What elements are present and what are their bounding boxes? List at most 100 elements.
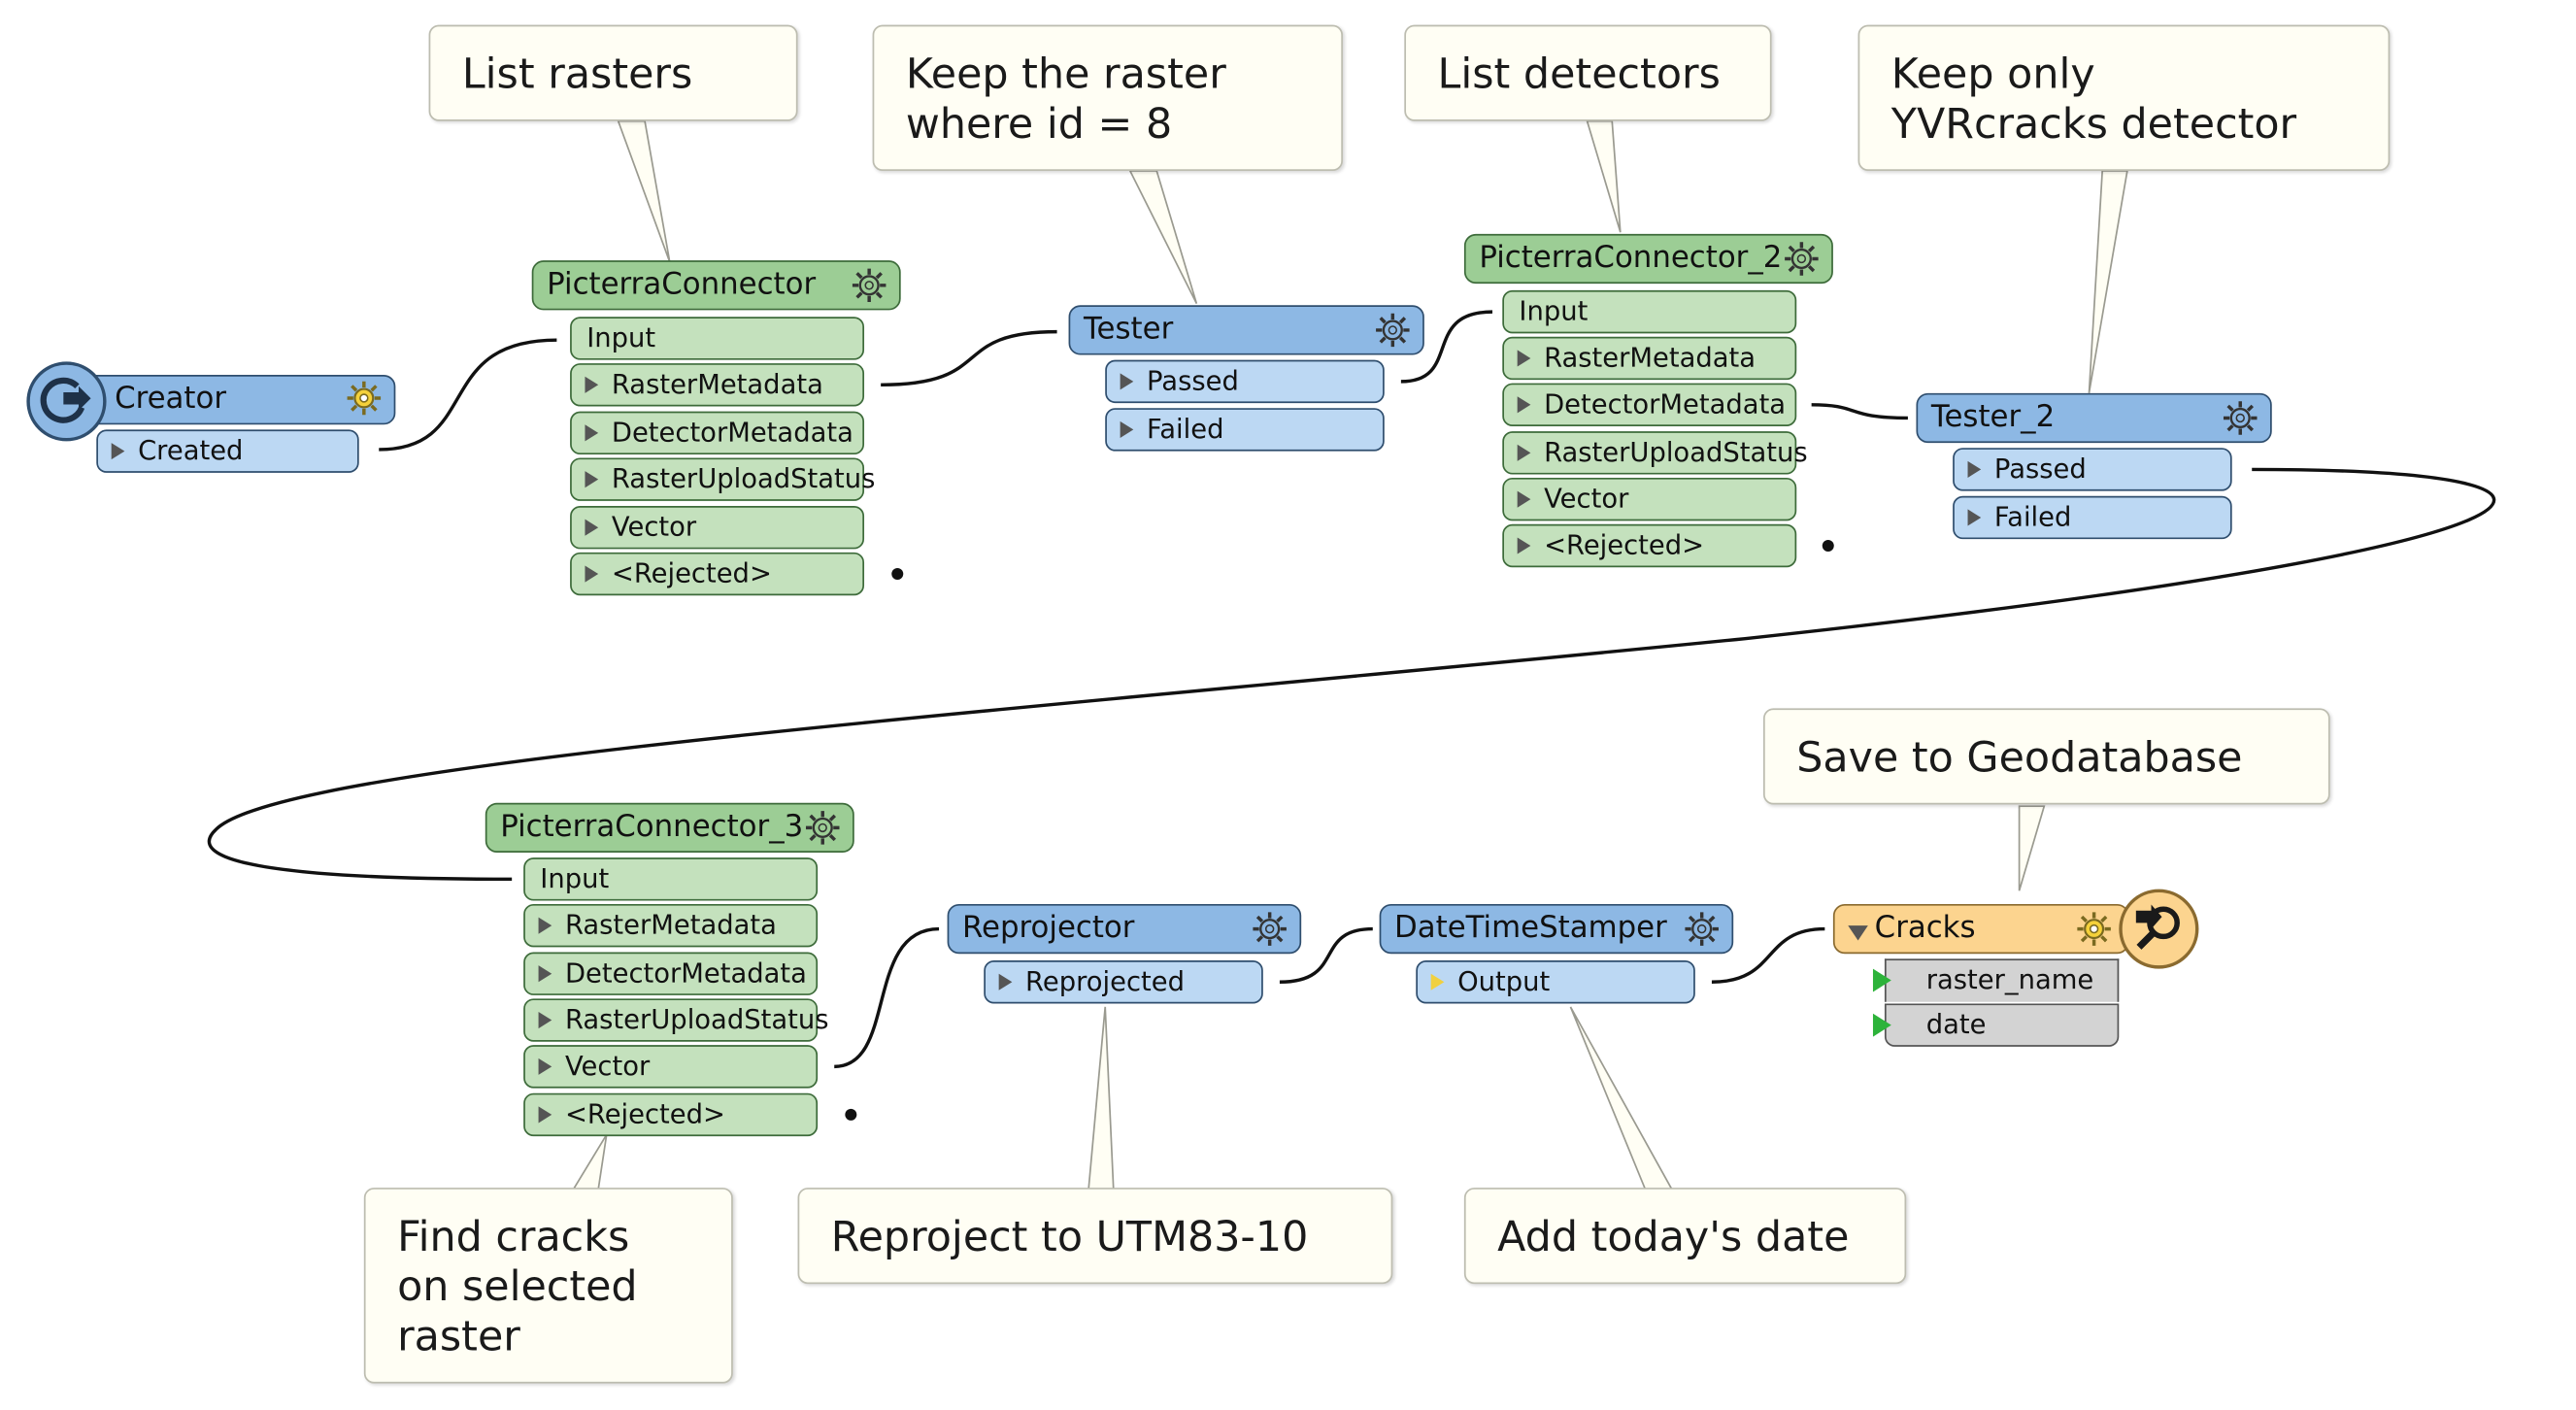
- port-label: Input: [540, 862, 610, 894]
- output-port-detectormetadata[interactable]: DetectorMetadata: [570, 411, 865, 455]
- output-port-failed[interactable]: Failed: [1105, 408, 1385, 452]
- annotation-text: on selected: [397, 1261, 638, 1311]
- picterra-connector-3-header[interactable]: PicterraConnector_3: [485, 802, 854, 854]
- annotation-list-detectors[interactable]: List detectors: [1404, 24, 1772, 121]
- attribute-arrow-icon: [1872, 1013, 1891, 1037]
- output-port-vector[interactable]: Vector: [523, 1045, 819, 1089]
- tester-2-header[interactable]: Tester_2: [1916, 392, 2272, 444]
- output-port-passed[interactable]: Passed: [1953, 448, 2232, 491]
- port-arrow-icon: [538, 917, 552, 934]
- input-port[interactable]: Input: [523, 857, 819, 901]
- writer-inspector-icon[interactable]: [2119, 889, 2199, 969]
- collapse-triangle-icon[interactable]: [1848, 925, 1868, 941]
- gear-icon[interactable]: [1374, 312, 1411, 349]
- port-label: Passed: [1993, 453, 2087, 485]
- attribute-date[interactable]: date: [1872, 1003, 2120, 1047]
- gear-icon[interactable]: [1252, 911, 1288, 948]
- port-label: DetectorMetadata: [564, 957, 807, 990]
- gear-icon[interactable]: [1784, 241, 1821, 278]
- input-port[interactable]: Input: [1502, 289, 1797, 334]
- gear-icon[interactable]: [851, 267, 887, 304]
- attribute-raster-name[interactable]: raster_name: [1872, 958, 2120, 1002]
- gear-icon[interactable]: [346, 380, 383, 417]
- annotation-text: Save to Geodatabase: [1796, 733, 2243, 782]
- port-arrow-icon: [1517, 350, 1531, 367]
- output-port-rejected[interactable]: <Rejected>: [1502, 523, 1797, 568]
- annotation-text: where id = 8: [905, 99, 1173, 149]
- output-port-rastermetadata[interactable]: RasterMetadata: [570, 363, 865, 407]
- annotation-save-gdb[interactable]: Save to Geodatabase: [1763, 708, 2330, 805]
- output-port-detectormetadata[interactable]: DetectorMetadata: [1502, 383, 1797, 427]
- picterra-connector-2-header[interactable]: PicterraConnector_2: [1463, 233, 1833, 285]
- port-label: <Rejected>: [611, 556, 772, 589]
- port-label: Output: [1457, 965, 1551, 997]
- output-port-passed[interactable]: Passed: [1105, 359, 1385, 404]
- output-port-output[interactable]: Output: [1416, 960, 1695, 1004]
- port-arrow-icon: [538, 1058, 552, 1075]
- port-arrow-icon: [1517, 444, 1531, 461]
- annotation-text: raster: [397, 1312, 520, 1360]
- output-port-rejected[interactable]: <Rejected>: [570, 552, 865, 596]
- port-label: Failed: [1993, 500, 2072, 533]
- output-port-created[interactable]: Created: [96, 429, 359, 473]
- gear-icon[interactable]: [804, 810, 841, 847]
- port-arrow-icon: [1120, 373, 1134, 390]
- annotation-text: List detectors: [1437, 50, 1721, 98]
- output-port-rastermetadata[interactable]: RasterMetadata: [523, 903, 819, 948]
- output-port-rasteruploadstatus[interactable]: RasterUploadStatus: [570, 457, 875, 501]
- port-label: RasterMetadata: [611, 368, 823, 400]
- port-label: <Rejected>: [1544, 528, 1705, 561]
- output-port-rejected[interactable]: <Rejected>: [523, 1092, 819, 1137]
- attribute-arrow-icon: [1872, 968, 1891, 992]
- port-label: Failed: [1147, 413, 1224, 445]
- output-port-vector[interactable]: Vector: [570, 506, 865, 550]
- port-arrow-icon: [1517, 396, 1531, 414]
- annotation-reproject[interactable]: Reproject to UTM83-10: [797, 1188, 1393, 1285]
- tester-header[interactable]: Tester: [1068, 305, 1424, 355]
- datetimestamper-header[interactable]: DateTimeStamper: [1379, 903, 1734, 955]
- port-arrow-icon: [538, 965, 552, 983]
- port-arrow-icon: [1967, 460, 1982, 478]
- node-title: Creator: [115, 381, 227, 417]
- gear-icon[interactable]: [1684, 911, 1721, 948]
- port-label: Vector: [1544, 483, 1629, 515]
- node-title: PicterraConnector_3: [500, 809, 804, 845]
- port-arrow-icon: [585, 376, 599, 393]
- gear-icon[interactable]: [2222, 400, 2258, 437]
- output-port-reprojected[interactable]: Reprojected: [984, 960, 1263, 1004]
- output-port-failed[interactable]: Failed: [1953, 495, 2232, 540]
- output-port-vector[interactable]: Vector: [1502, 477, 1797, 521]
- creator-icon[interactable]: [26, 361, 107, 442]
- note-pointer: [617, 119, 671, 263]
- picterra-connector-header[interactable]: PicterraConnector: [531, 260, 901, 311]
- output-port-rasteruploadstatus[interactable]: RasterUploadStatus: [1502, 431, 1808, 475]
- port-arrow-icon: [585, 471, 599, 488]
- magnifier-glyph: [2135, 904, 2180, 950]
- creator-header[interactable]: Creator: [80, 375, 396, 425]
- annotation-keep-detector[interactable]: Keep only YVRcracks detector: [1857, 24, 2391, 171]
- output-port-rasteruploadstatus[interactable]: RasterUploadStatus: [523, 998, 829, 1042]
- annotation-find-cracks[interactable]: Find cracks on selected raster: [363, 1188, 733, 1384]
- input-port[interactable]: Input: [570, 317, 865, 360]
- connection-line: [881, 329, 1057, 387]
- port-label: Reprojected: [1025, 965, 1185, 997]
- reprojector-header[interactable]: Reprojector: [947, 903, 1302, 955]
- output-port-detectormetadata[interactable]: DetectorMetadata: [523, 952, 819, 995]
- output-port-rastermetadata[interactable]: RasterMetadata: [1502, 336, 1797, 381]
- note-pointer: [2088, 170, 2128, 393]
- annotation-list-rasters[interactable]: List rasters: [428, 24, 798, 121]
- connection-line: [379, 338, 557, 452]
- connection-line: [1711, 926, 1825, 984]
- node-title: DateTimeStamper: [1394, 910, 1667, 946]
- rejected-dot: [845, 1108, 857, 1121]
- port-arrow-icon: [1517, 537, 1531, 554]
- port-label: RasterUploadStatus: [1544, 436, 1808, 468]
- annotation-keep-raster[interactable]: Keep the raster where id = 8: [872, 24, 1343, 171]
- gear-icon[interactable]: [2076, 911, 2113, 948]
- port-arrow-icon: [585, 424, 599, 442]
- port-arrow-icon: [538, 1106, 552, 1124]
- note-pointer: [571, 1133, 608, 1191]
- connection-line: [1400, 310, 1493, 384]
- annotation-add-date[interactable]: Add today's date: [1463, 1188, 1907, 1285]
